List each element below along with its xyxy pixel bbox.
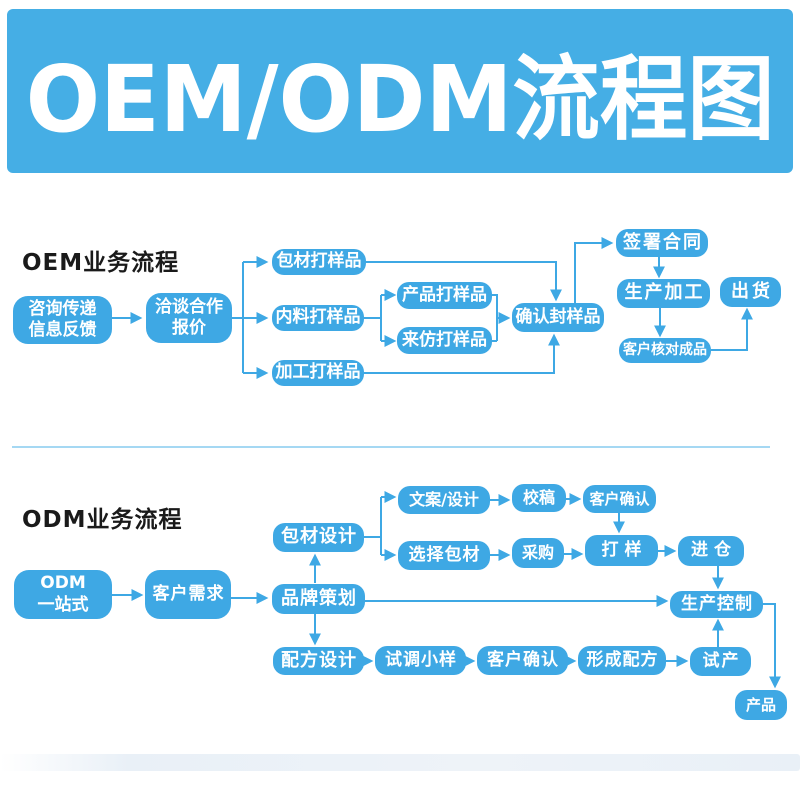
- node-label: 生产加工: [624, 282, 705, 304]
- node-confirm-sealed-sample: 确认封样品: [512, 303, 604, 332]
- node-label: 签署合同: [623, 231, 703, 253]
- node-label: 打样: [601, 539, 648, 560]
- title-banner: OEM/ODM流程图: [7, 9, 793, 173]
- node-label: 产品: [745, 695, 776, 714]
- node-consult-feedback: 咨询传递 信息反馈: [13, 296, 112, 344]
- node-label: 配方设计: [281, 649, 357, 671]
- oem-section-heading: OEM业务流程: [22, 250, 180, 276]
- node-label: 一站式: [37, 594, 89, 615]
- node-label: 洽谈合作: [155, 296, 223, 317]
- node-label: 形成配方: [586, 649, 659, 670]
- node-production-control: 生产控制: [670, 591, 763, 618]
- arrow-customer-check-to-shipment: [711, 307, 753, 351]
- node-label: 来仿打样品: [402, 329, 487, 350]
- node-label: 试产: [702, 650, 741, 671]
- node-packaging-design: 包材设计: [273, 523, 364, 552]
- arrow-control-to-product: [763, 603, 781, 689]
- node-sign-contract: 签署合同: [616, 229, 708, 257]
- node-production-processing: 生产加工: [617, 279, 710, 308]
- node-label: 客户确认: [487, 649, 559, 670]
- node-label: 进仓: [691, 540, 737, 561]
- odm-section-heading: ODM业务流程: [22, 507, 183, 533]
- node-formula-design: 配方设计: [273, 647, 364, 675]
- node-shipment: 出货: [720, 277, 781, 307]
- node-label: 品牌策划: [281, 587, 357, 609]
- node-copy-design: 文案/设计: [398, 486, 490, 514]
- node-form-formula: 形成配方: [578, 646, 666, 675]
- node-brand-planning: 品牌策划: [272, 584, 365, 614]
- footer-shade-band: [0, 754, 800, 771]
- node-label: 客户需求: [152, 583, 225, 604]
- branch-line-packaging-design: [364, 497, 382, 555]
- node-negotiate-quote: 洽谈合作 报价: [146, 293, 232, 343]
- node-label: 信息反馈: [28, 320, 97, 340]
- arrow-confirm-to-sign-contract: [574, 237, 614, 303]
- node-select-packaging: 选择包材: [398, 541, 490, 570]
- node-packaging-sample: 包材打样品: [272, 249, 366, 275]
- node-label: 文案/设计: [409, 490, 479, 509]
- node-product: 产品: [735, 690, 787, 720]
- node-trial-production: 试产: [690, 647, 751, 676]
- node-label: 报价: [172, 318, 206, 338]
- arrow-packaging-sample-to-confirm: [366, 261, 562, 302]
- page-title: OEM/ODM流程图: [25, 45, 775, 153]
- node-imitation-sample: 来仿打样品: [397, 327, 492, 354]
- node-material-sample: 内料打样品: [272, 305, 364, 331]
- node-label: 生产控制: [681, 593, 753, 614]
- node-label: 采购: [521, 543, 554, 562]
- node-sampling: 打样: [585, 535, 658, 566]
- node-label: ODM: [40, 573, 86, 594]
- node-trial-small-sample: 试调小样: [375, 646, 466, 675]
- node-proofreading: 校稿: [512, 484, 566, 512]
- node-label: 试调小样: [385, 649, 457, 670]
- node-customer-confirm-2: 客户确认: [477, 646, 568, 675]
- branch-line-material-sample: [364, 295, 382, 341]
- node-customer-check-finished: 客户核对成品: [619, 338, 711, 363]
- node-label: 确认封样品: [515, 306, 601, 327]
- node-product-sample: 产品打样品: [397, 282, 492, 309]
- node-warehousing: 进仓: [678, 536, 744, 566]
- node-purchasing: 采购: [512, 538, 564, 568]
- node-label: 客户确认: [589, 489, 650, 508]
- node-processing-sample: 加工打样品: [272, 360, 364, 386]
- node-customer-confirm-1: 客户确认: [583, 485, 656, 513]
- node-label: 咨询传递: [28, 298, 97, 319]
- node-odm-onestop: ODM 一站式: [14, 570, 112, 619]
- join-line-samples: [492, 294, 498, 342]
- node-label: 产品打样品: [402, 284, 487, 305]
- node-label: 加工打样品: [275, 362, 361, 383]
- section-divider: [12, 446, 770, 448]
- node-label: 内料打样品: [275, 307, 361, 328]
- node-label: 选择包材: [408, 544, 481, 565]
- node-customer-needs: 客户需求: [145, 570, 231, 619]
- node-label: 出货: [731, 280, 773, 302]
- node-label: 客户核对成品: [623, 341, 707, 358]
- arrow-processing-sample-to-confirm: [364, 333, 560, 374]
- node-label: 校稿: [522, 488, 555, 507]
- node-label: 包材设计: [281, 526, 357, 548]
- node-label: 包材打样品: [276, 251, 362, 272]
